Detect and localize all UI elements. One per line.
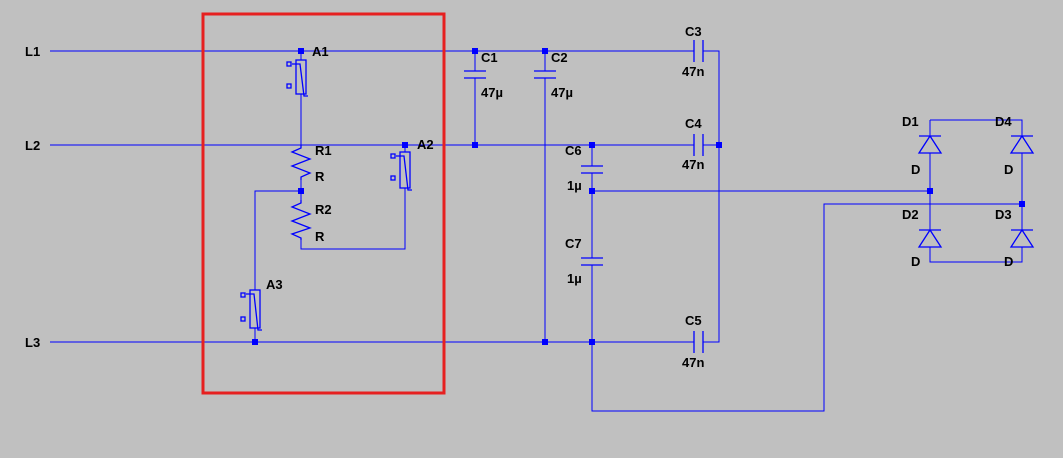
capacitor-c4-ref: C4 (685, 116, 702, 131)
varistor-a3-ref: A3 (266, 277, 283, 292)
capacitor-c3-ref: C3 (685, 24, 702, 39)
capacitor-c7-ref: C7 (565, 236, 582, 251)
resistor-r1[interactable] (290, 145, 312, 180)
varistor-a1-body (295, 59, 307, 95)
junction-a2-l2 (402, 142, 408, 148)
capacitor-c4-value: 47n (682, 157, 704, 172)
diode-d4-value: D (1004, 162, 1013, 177)
capacitor-c3-value: 47n (682, 64, 704, 79)
diode-d2-ref: D2 (902, 207, 919, 222)
junction-c7-l3 (589, 339, 595, 345)
junction-c6-c7 (589, 188, 595, 194)
varistor-a2-slash (396, 155, 412, 191)
net-label-l2: L2 (25, 138, 40, 153)
capacitor-c2-value: 47µ (551, 85, 573, 100)
diode-d4-ref: D4 (995, 114, 1012, 129)
varistor-a2-body (399, 151, 411, 189)
diode-d1[interactable] (917, 134, 943, 154)
wires (50, 50, 1023, 412)
resistor-r1-ref: R1 (315, 143, 332, 158)
capacitor-c7-value: 1µ (567, 271, 582, 286)
varistor-a2[interactable] (390, 151, 412, 191)
capacitor-c1-ref: C1 (481, 50, 498, 65)
varistor-a3[interactable] (240, 289, 262, 331)
wire-r2-bottom (300, 188, 406, 250)
capacitor-c4[interactable] (693, 134, 704, 156)
junction-r1-r2 (298, 188, 304, 194)
capacitor-c1-value: 47µ (481, 85, 503, 100)
highlight-box (201, 12, 446, 395)
varistor-a1-pin-minus (286, 61, 292, 67)
diode-d2-value: D (911, 254, 920, 269)
labels: L1 L2 L3 A1 A2 A3 R1 R R2 R C1 47µ C2 47… (25, 24, 1013, 370)
diode-d4[interactable] (1009, 134, 1035, 154)
junction-a1-l1 (298, 48, 304, 54)
capacitor-c5[interactable] (693, 331, 704, 353)
capacitor-c2[interactable] (534, 70, 556, 79)
capacitor-c5-value: 47n (682, 355, 704, 370)
resistor-r2[interactable] (290, 200, 312, 240)
varistor-a3-body (249, 289, 261, 329)
capacitor-c6-ref: C6 (565, 143, 582, 158)
varistor-a1-ref: A1 (312, 44, 329, 59)
junction-c4-right (716, 142, 722, 148)
junction-c2-l1 (542, 48, 548, 54)
varistor-a3-pin-minus (240, 292, 246, 298)
varistor-a2-pin-minus (390, 153, 396, 159)
diode-d3-ref: D3 (995, 207, 1012, 222)
capacitor-c2-ref: C2 (551, 50, 568, 65)
junction-bridge-right (1019, 201, 1025, 207)
junctions (252, 48, 1025, 345)
capacitor-c6[interactable] (581, 165, 603, 174)
varistor-a1[interactable] (286, 59, 308, 97)
varistor-a1-pin-plus (286, 83, 292, 89)
capacitor-c3[interactable] (693, 40, 704, 62)
wire-c3-right (703, 50, 720, 343)
diode-d3-value: D (1004, 254, 1013, 269)
varistor-a2-ref: A2 (417, 137, 434, 152)
diode-d3[interactable] (1009, 228, 1035, 248)
junction-c1-l2 (472, 142, 478, 148)
wire-c6-c7 (591, 145, 1022, 412)
resistor-r2-ref: R2 (315, 202, 332, 217)
capacitor-c1[interactable] (464, 70, 486, 79)
diode-d1-ref: D1 (902, 114, 919, 129)
varistor-a2-pin-plus (390, 175, 396, 181)
varistor-a1-slash (292, 63, 308, 97)
junction-c6-l2 (589, 142, 595, 148)
resistor-r1-value: R (315, 169, 325, 184)
varistor-a3-pin-plus (240, 316, 246, 322)
diode-d2[interactable] (917, 228, 943, 248)
junction-c1-l1 (472, 48, 478, 54)
wire-bridge (929, 119, 1023, 263)
junction-bridge-left (927, 188, 933, 194)
resistor-r2-value: R (315, 229, 325, 244)
capacitor-c6-value: 1µ (567, 178, 582, 193)
junction-a3-l3 (252, 339, 258, 345)
wire-a3 (254, 190, 301, 342)
varistor-a3-slash (246, 293, 262, 331)
net-label-l3: L3 (25, 335, 40, 350)
junction-c2-l3 (542, 339, 548, 345)
net-label-l1: L1 (25, 44, 40, 59)
diode-d1-value: D (911, 162, 920, 177)
capacitor-c7[interactable] (581, 257, 603, 266)
capacitor-c5-ref: C5 (685, 313, 702, 328)
